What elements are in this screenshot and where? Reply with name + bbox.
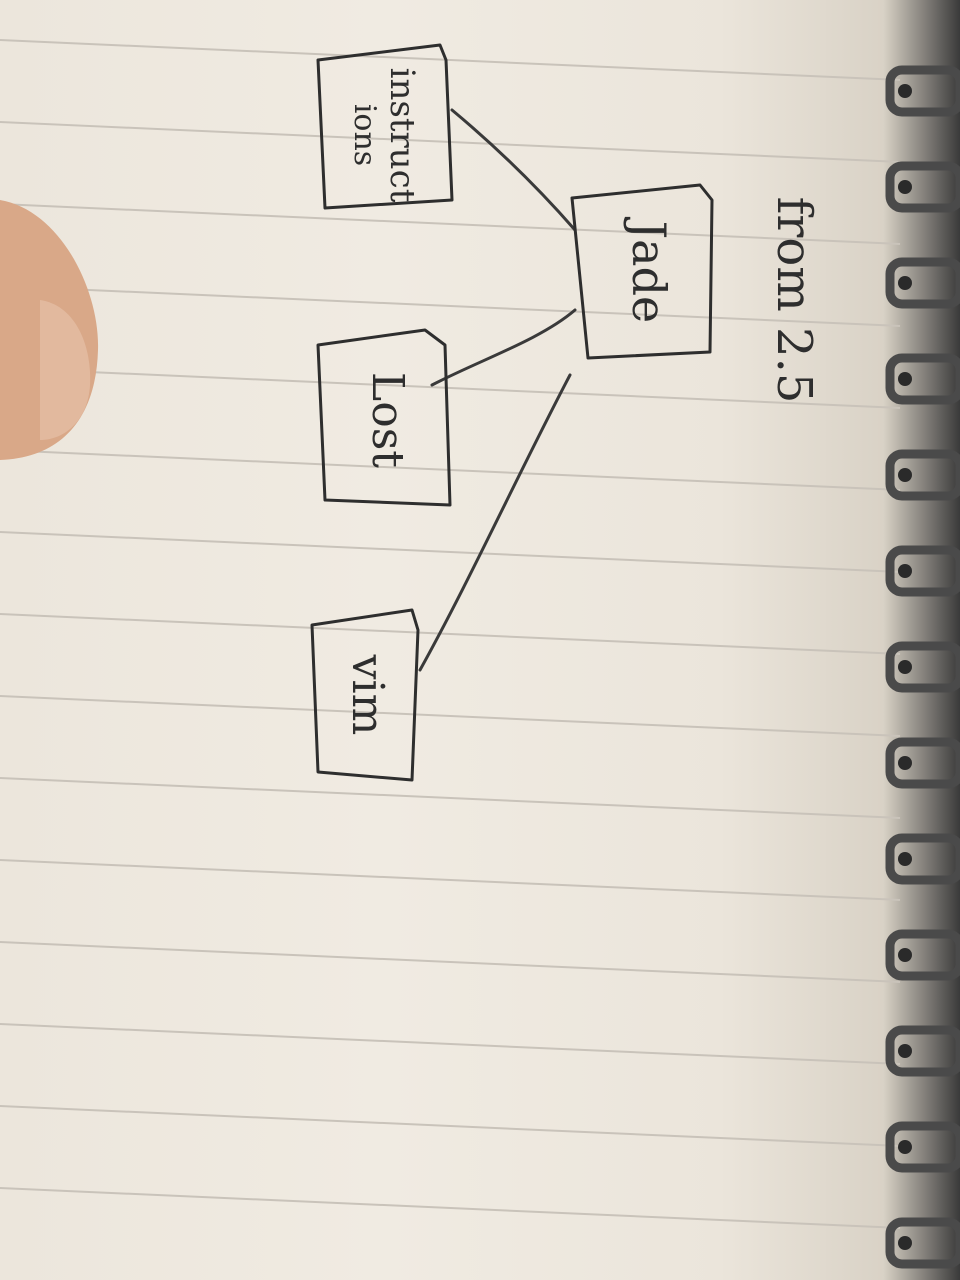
caption-text: from 2.5	[766, 197, 822, 404]
ruled-line	[0, 859, 901, 901]
spiral-ring	[885, 1025, 960, 1077]
edge-jade-lost	[430, 308, 577, 387]
spiral-ring	[885, 641, 960, 693]
ruled-line	[0, 941, 901, 983]
ruled-line	[0, 367, 901, 409]
ruled-line	[0, 1105, 901, 1147]
node-box-lost	[316, 328, 452, 507]
node-vim: vim	[342, 654, 393, 736]
spiral-ring	[885, 65, 960, 117]
spiral-ring	[885, 833, 960, 885]
edge-jade-instruction	[450, 108, 577, 232]
spiral-ring	[885, 1121, 960, 1173]
ruled-line	[0, 285, 901, 327]
ruled-line	[0, 1023, 901, 1065]
spiral-ring	[885, 737, 960, 789]
node-instruction: instruct ions	[347, 68, 422, 203]
node-lost: Lost	[362, 372, 413, 468]
spiral-ring	[885, 257, 960, 309]
spiral-ring	[885, 353, 960, 405]
node-instruction-label-1: instruct	[382, 68, 422, 203]
spiral-ring	[885, 545, 960, 597]
thumbnail	[40, 300, 91, 440]
spiral-ring	[885, 449, 960, 501]
node-instruction-label-2: ions	[347, 104, 382, 166]
node-box-vim	[310, 608, 420, 782]
node-lost-label: Lost	[362, 372, 413, 468]
ruled-line	[0, 39, 901, 81]
edge-jade-vim	[418, 373, 572, 672]
spiral-ring	[885, 1217, 960, 1269]
node-box-instruction	[316, 43, 454, 210]
caption: from 2.5	[766, 197, 822, 404]
ruled-lines	[0, 39, 901, 1229]
node-jade: Jade	[622, 217, 676, 324]
ruled-line	[0, 613, 901, 655]
ruled-line	[0, 203, 901, 245]
spiral-ring	[885, 929, 960, 981]
spiral-ring	[885, 161, 960, 213]
spiral-binding	[885, 65, 960, 1269]
node-vim-label: vim	[342, 654, 393, 736]
ruled-line	[0, 1187, 901, 1229]
ruled-line	[0, 777, 901, 819]
ruled-line	[0, 531, 901, 573]
node-jade-label: Jade	[622, 217, 676, 324]
node-box-jade	[570, 183, 714, 360]
ruled-line	[0, 695, 901, 737]
